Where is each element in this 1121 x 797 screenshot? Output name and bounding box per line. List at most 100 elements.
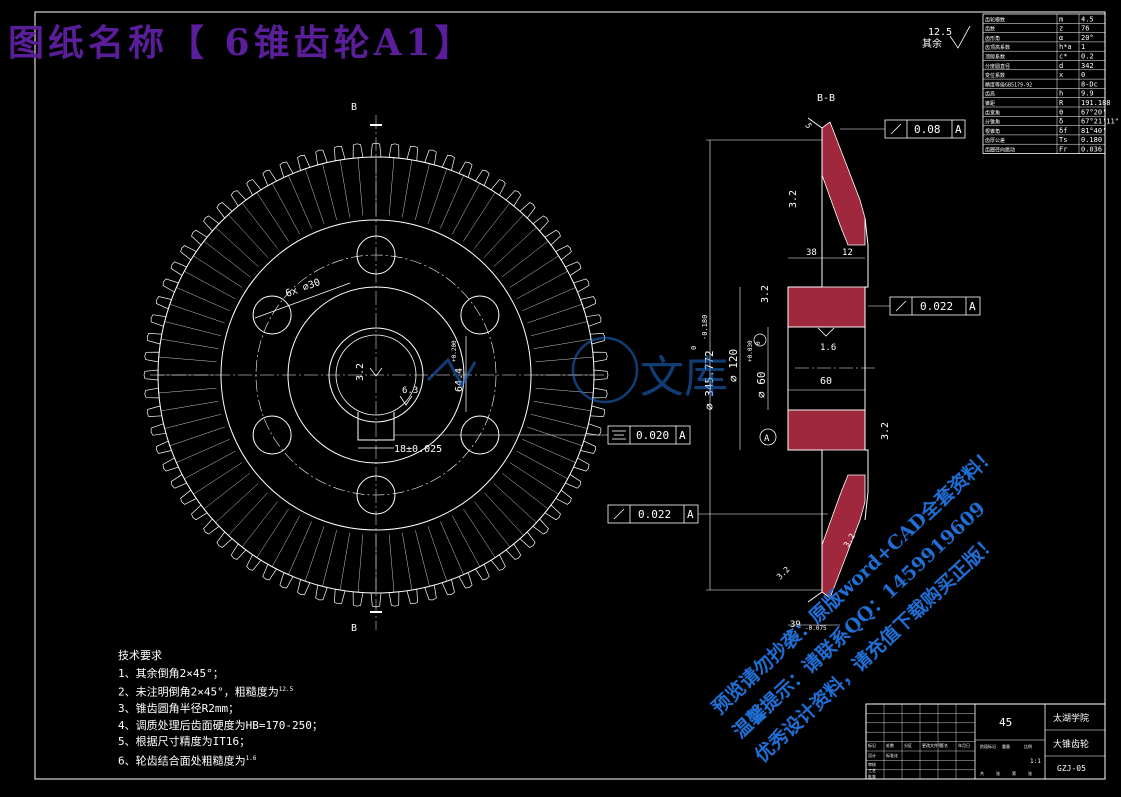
gear-tooth (555, 489, 572, 505)
rough-sec-a: 3.2 (788, 190, 799, 208)
dim-38: 38 (806, 248, 817, 258)
tooth-line (474, 202, 511, 249)
gear-tooth (230, 543, 247, 560)
tooth-line (322, 163, 337, 220)
params-cell: R (1059, 99, 1064, 107)
tooth-line (535, 388, 594, 394)
gear-tooth (458, 572, 473, 589)
tooth-line (440, 175, 464, 229)
svg-text:其余: 其余 (922, 37, 942, 50)
tooth-line (357, 534, 363, 593)
tooth-line (215, 227, 259, 267)
params-cell: x (1059, 71, 1063, 79)
rough-sec-b: 3.2 (760, 285, 771, 303)
tb-label: 重量 (1002, 743, 1010, 749)
tech-note-5: 5、根据尺寸精度为IT16； (118, 735, 251, 749)
gear-teeth (143, 142, 609, 608)
tb-label: 张 (1028, 770, 1032, 776)
tech-notes: 技术要求 1、其余倒角2×45°； 2、未注明倒角2×45°，粗糙度为12.5 … (118, 648, 323, 770)
params-cell: 1 (1081, 43, 1085, 51)
params-cell: 顶隙系数 (985, 54, 1005, 61)
params-cell: δf (1059, 127, 1067, 135)
gear-tooth (180, 489, 197, 505)
tooth-line (228, 492, 268, 536)
params-cell: 齿厚公差 (985, 137, 1005, 144)
tol-3-datum: A (679, 429, 686, 442)
gear-tooth (334, 588, 346, 605)
rough-sec-c: 3.2 (880, 422, 891, 440)
gear-tooth (144, 351, 160, 363)
tooth-line (531, 414, 588, 429)
gear-tooth (352, 143, 364, 159)
params-cell: 锥距 (985, 100, 995, 107)
tooth-line (305, 168, 325, 224)
tooth-line (463, 508, 496, 558)
hole (252, 415, 292, 455)
gear-tooth (191, 504, 208, 521)
gear-tooth (203, 215, 220, 232)
tb-school: 太湖学院 (1053, 712, 1089, 724)
dim-outer-dia: ⌀ 345.772 (703, 350, 716, 410)
tooth-line (452, 183, 480, 235)
title-block: 标记处数分区更改文件号签名年月日设计标准化阶段标记重量比例审核工艺批准共张第张 … (865, 703, 1106, 780)
tb-label: 设计 (868, 752, 876, 758)
datum-a-label: A (764, 434, 770, 444)
tooth-line (484, 492, 524, 536)
tooth-line (256, 192, 289, 242)
tooth-line (203, 473, 250, 510)
datum-a-bubble (759, 428, 777, 446)
gear-tooth (162, 457, 179, 472)
rough-sec-d: 1.6 (820, 343, 836, 353)
tb-label: 张 (996, 770, 1000, 776)
gear-tooth (505, 543, 522, 560)
section-view: B-B ⌀ 345.772 0 -0.180 ⌀ 120 ⌀ 60 +0.030… (690, 93, 891, 632)
tb-label: 分区 (904, 742, 912, 748)
params-cell: 0.036 (1081, 146, 1102, 154)
tooth-line (228, 214, 268, 258)
tooth-line (184, 271, 236, 299)
tooth-line (474, 501, 511, 548)
keyway-width-text: 18±0.025 (394, 444, 442, 455)
gear-tooth (555, 245, 572, 261)
rough-symbol-front-2 (399, 395, 413, 406)
params-cell: 67°20' (1081, 108, 1106, 116)
tb-label: 批准 (868, 773, 876, 779)
tb-label: 第 (1012, 770, 1016, 776)
tooth-line (184, 451, 236, 479)
tb-label: 标准化 (886, 752, 898, 758)
tb-label: 处数 (886, 742, 894, 748)
tol-1-value: 0.08 (914, 123, 941, 136)
gear-tooth (474, 169, 490, 187)
section-fill-lower-tooth (821, 474, 866, 599)
gear-tooth (334, 145, 346, 162)
tb-label: 比例 (1024, 743, 1032, 749)
runout-icon (613, 508, 625, 520)
params-cell: 分度圆直径 (985, 63, 1010, 70)
tooth-line (389, 534, 395, 593)
tb-label: 年月日 (958, 742, 970, 748)
params-cell: 9.9 (1081, 90, 1094, 98)
tooth-line (305, 526, 325, 582)
gear-tooth (262, 563, 278, 581)
params-cell: 20° (1081, 34, 1094, 42)
tooth-line (502, 240, 549, 277)
tooth-line (164, 414, 221, 429)
section-outline-right (864, 217, 869, 521)
tooth-line (493, 227, 537, 267)
gear-tooth (216, 202, 233, 219)
params-cell: δ (1059, 118, 1063, 126)
tb-label: 工艺 (868, 768, 876, 773)
gear-tooth (573, 278, 590, 293)
tooth-line (256, 508, 289, 558)
watermark-logo-text: 文库 (640, 352, 728, 403)
gear-tooth (519, 531, 536, 548)
drawing-border (34, 11, 1106, 780)
tooth-line (203, 240, 250, 277)
dim-12: 12 (842, 248, 853, 258)
tb-drawing-no: GZJ-05 (1057, 764, 1086, 773)
gear-tooth (458, 161, 473, 178)
tooth-line (427, 168, 447, 224)
tb-scale: 1:1 (1030, 758, 1041, 765)
hole-dim-text: 6x ⌀30 (284, 277, 322, 300)
